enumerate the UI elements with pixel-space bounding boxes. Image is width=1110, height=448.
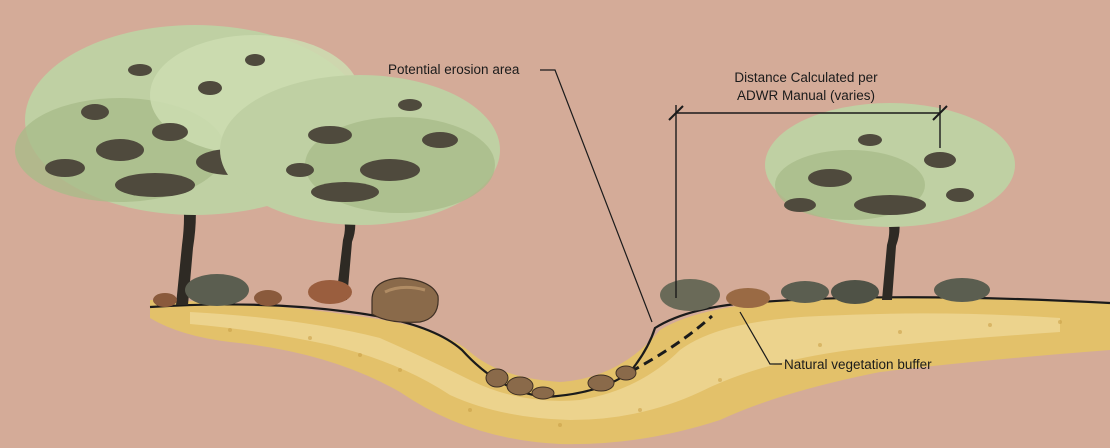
distance-label-line1: Distance Calculated per — [734, 70, 878, 85]
boulder — [372, 278, 438, 322]
erosion-label: Potential erosion area — [388, 62, 520, 77]
tree-right — [765, 103, 1015, 300]
tree-left-small — [220, 75, 500, 300]
distance-label-line2: ADWR Manual (varies) — [737, 88, 875, 103]
erosion-leader-line — [540, 70, 652, 322]
buffer-label: Natural vegetation buffer — [784, 357, 932, 372]
